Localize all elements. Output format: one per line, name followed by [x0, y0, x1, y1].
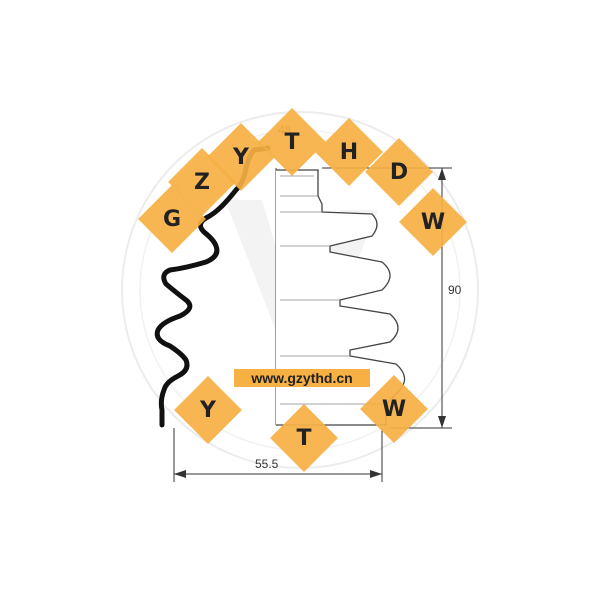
dim-width-arrow-right [370, 470, 382, 478]
dim-height-label: 90 [448, 283, 462, 297]
dim-height-arrow-bottom [438, 416, 446, 428]
boot-section-left [154, 145, 271, 428]
watermark-letter-h: H [315, 118, 383, 186]
watermark-letter-y-bottom: Y [174, 376, 242, 444]
dim-width-label: 55.5 [255, 457, 279, 471]
watermark-letter-y: Y [207, 123, 275, 191]
dim-height-arrow-top [438, 168, 446, 180]
watermark-letter-g: G [138, 185, 206, 253]
boot-inner-lines [280, 175, 386, 405]
boot-outline-right [276, 169, 406, 426]
watermark-letter-w-bottom: W [360, 375, 428, 443]
watermark-letter-t-bottom: T [270, 404, 338, 472]
watermark-letter-d: D [365, 138, 433, 206]
watermark-letter-w: W [399, 188, 467, 256]
dim-width-arrow-left [174, 470, 186, 478]
watermark-url: www.gzythd.cn [234, 369, 370, 387]
watermark-letter-z: Z [168, 148, 236, 216]
watermark-letter-t: T [258, 108, 326, 176]
